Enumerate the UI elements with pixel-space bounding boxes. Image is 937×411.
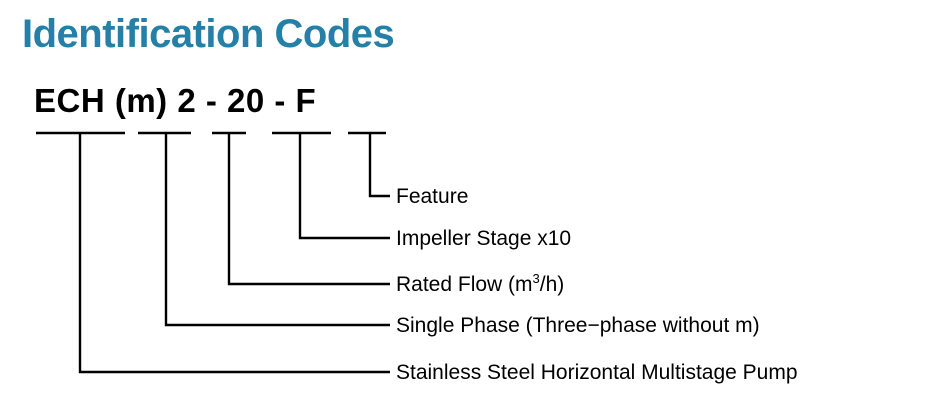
page-title: Identification Codes bbox=[22, 12, 395, 56]
leader-single-phase bbox=[164, 133, 390, 327]
leader-feature bbox=[368, 133, 390, 198]
label-impeller-stage: Impeller Stage x10 bbox=[396, 227, 572, 250]
label-feature: Feature bbox=[396, 185, 469, 208]
label-rated-flow: Rated Flow (m3/h) bbox=[396, 271, 565, 296]
label-rated-flow-exponent: 3 bbox=[532, 271, 540, 286]
label-rated-flow-suffix: /h) bbox=[539, 273, 565, 296]
leader-impeller bbox=[298, 133, 390, 240]
label-stainless-steel: Stainless Steel Horizontal Multistage Pu… bbox=[396, 361, 798, 384]
leader-rated-flow bbox=[227, 133, 390, 286]
label-rated-flow-prefix: Rated Flow (m bbox=[396, 273, 533, 296]
product-code-string: ECH (m) 2 - 20 - F bbox=[34, 82, 317, 119]
label-single-phase: Single Phase (Three−phase without m) bbox=[396, 314, 760, 337]
leader-stainless bbox=[78, 133, 390, 374]
